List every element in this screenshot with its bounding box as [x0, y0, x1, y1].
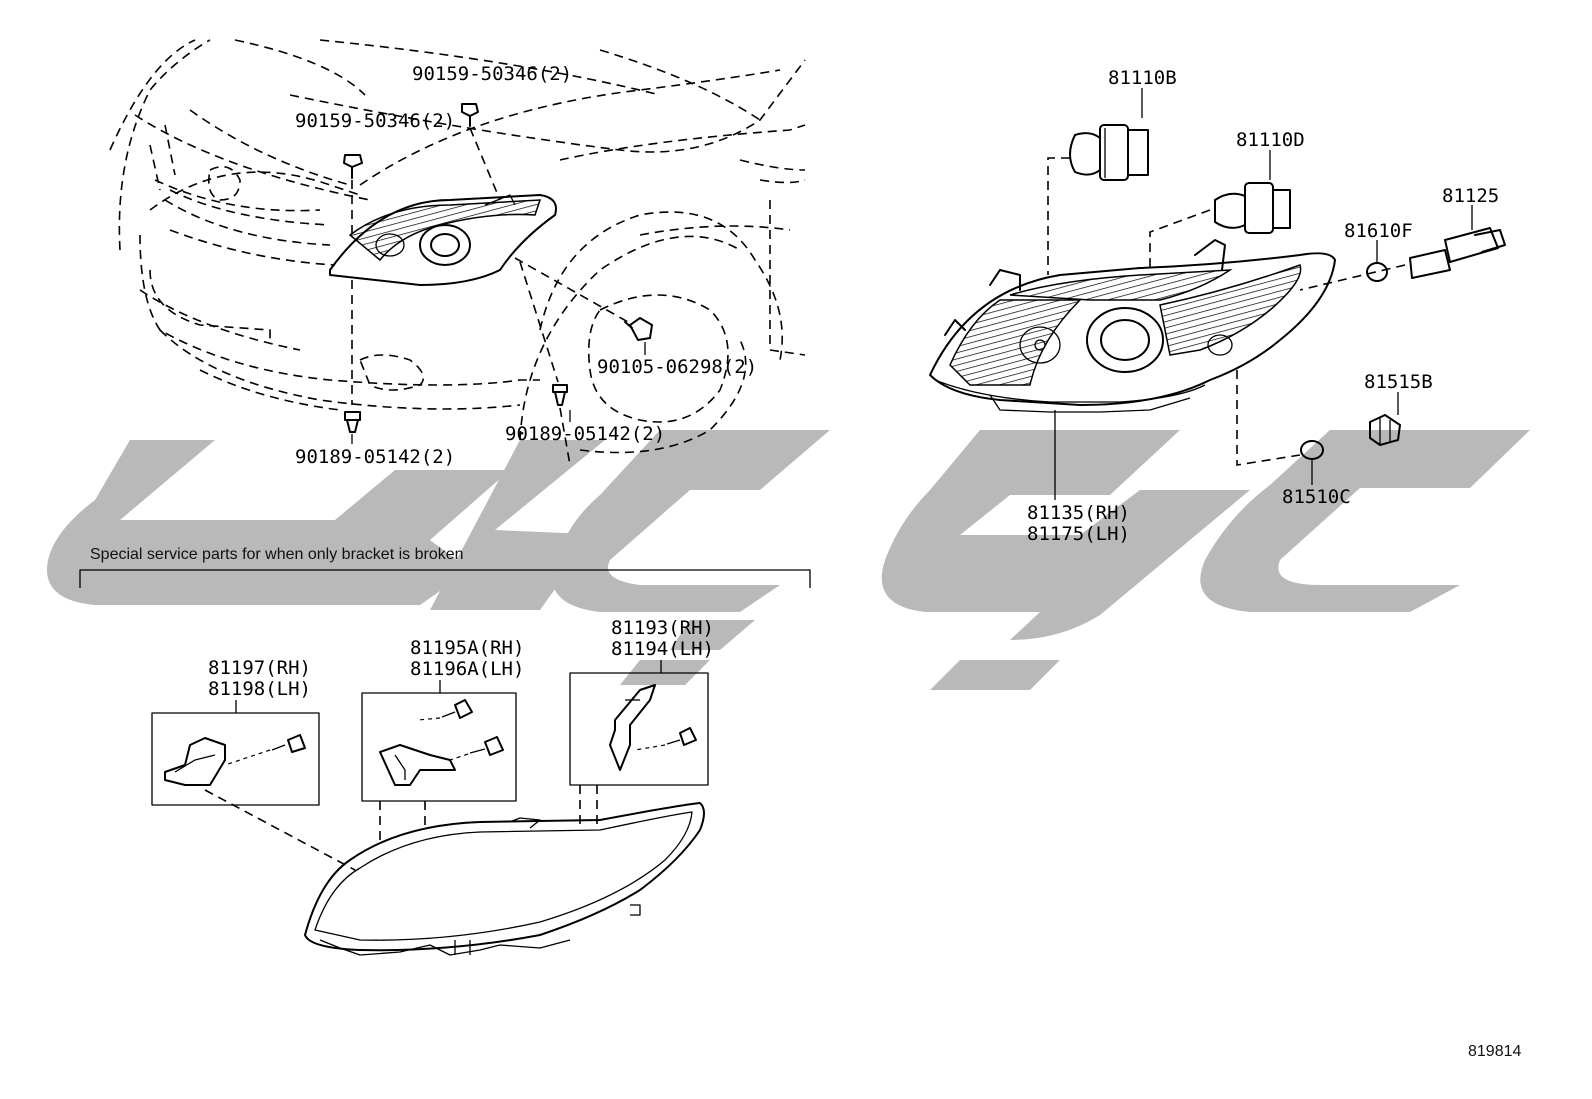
- bolt-top-left-icon: [343, 154, 363, 179]
- label-bulb-lo: 81110D: [1236, 129, 1305, 151]
- vehicle-body-outline: [109, 39, 806, 454]
- bracket-kit-box-1: [151, 712, 320, 806]
- socket-81515b-icon: [1369, 414, 1401, 446]
- label-bolt-top-left: 90159-50346(2): [295, 110, 455, 132]
- bracket-kit-box-3: [569, 672, 709, 786]
- label-bracket1-lh: 81198(LH): [208, 678, 311, 700]
- label-lamp-rh: 81135(RH): [1027, 502, 1130, 524]
- label-socket: 81125: [1442, 185, 1499, 207]
- label-side-bulb-small: 81510C: [1282, 486, 1351, 508]
- section-bracket-line: [79, 569, 811, 588]
- label-clip-bottom-right: 90189-05142(2): [505, 423, 665, 445]
- bulb-81110b-icon: [1069, 124, 1149, 181]
- label-bulb-hi: 81110B: [1108, 67, 1177, 89]
- headlamp-housing: [304, 802, 705, 956]
- bracket-kit-box-2: [361, 692, 517, 802]
- label-bracket1-rh: 81197(RH): [208, 657, 311, 679]
- label-bolt-top-center: 90159-50346(2): [412, 63, 572, 85]
- section-caption: Special service parts for when only brac…: [90, 546, 464, 563]
- clip-bottom-left-icon: [344, 411, 361, 433]
- label-bracket3-rh: 81193(RH): [611, 617, 714, 639]
- side-bulb-81610f-icon: [1366, 262, 1388, 282]
- label-lamp-lh: 81175(LH): [1027, 523, 1130, 545]
- figure-id: 819814: [1468, 1043, 1521, 1060]
- bulb-81110d-icon: [1214, 182, 1291, 234]
- label-bracket3-lh: 81194(LH): [611, 638, 714, 660]
- side-bulb-81510c-icon: [1300, 440, 1324, 460]
- label-bracket2-rh: 81195A(RH): [410, 637, 524, 659]
- clip-bottom-right-icon: [552, 384, 568, 406]
- label-socket-small: 81515B: [1364, 371, 1433, 393]
- mounted-headlamp: [329, 194, 557, 286]
- label-side-bulb: 81610F: [1344, 220, 1413, 242]
- bolt-fender-icon: [624, 317, 653, 341]
- label-bracket2-lh: 81196A(LH): [410, 658, 524, 680]
- watermark-logo: [46, 430, 1530, 690]
- headlamp-assembly: [929, 239, 1336, 413]
- label-bolt-fender: 90105-06298(2): [597, 356, 757, 378]
- socket-81125-icon: [1409, 227, 1506, 279]
- label-clip-bottom-left: 90189-05142(2): [295, 446, 455, 468]
- bolt-top-center-icon: [461, 103, 479, 127]
